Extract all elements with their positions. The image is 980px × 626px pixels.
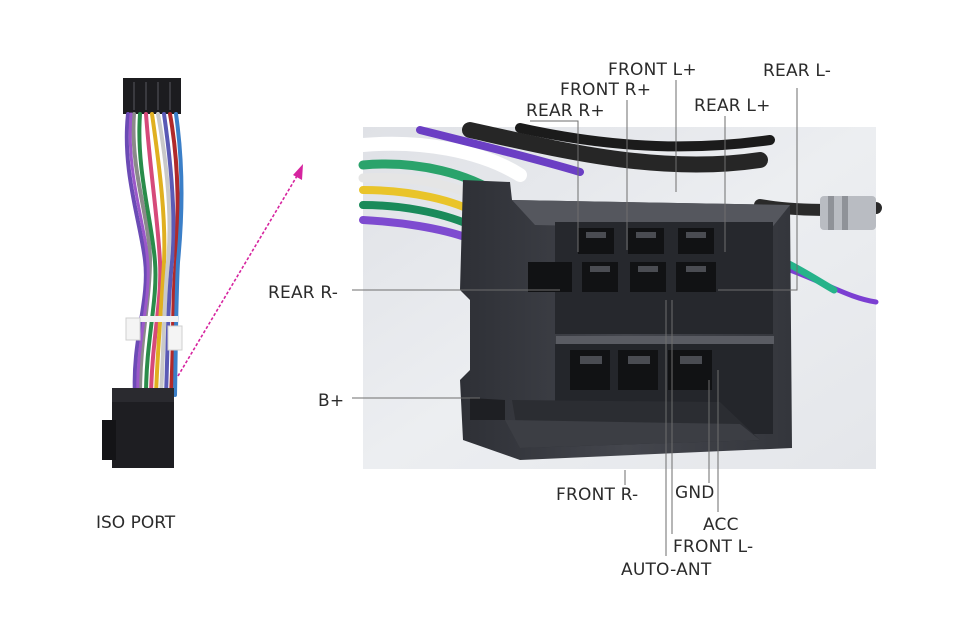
pin-labels: FRONT L+ FRONT R+ REAR R+ REAR L+ REAR L… [268, 60, 831, 580]
label-gnd: GND [675, 483, 715, 503]
label-front-r-minus: FRONT R- [556, 485, 638, 505]
label-acc: ACC [703, 515, 739, 535]
label-front-l-plus: FRONT L+ [608, 60, 697, 80]
harness-zip-tie [140, 316, 178, 322]
lower-pin-slots [570, 350, 712, 390]
label-front-l-minus: FRONT L- [673, 537, 753, 557]
harness-wires [124, 112, 184, 397]
label-rear-l-plus: REAR L+ [694, 96, 771, 116]
connector-photo [356, 122, 882, 469]
label-b-plus: B+ [318, 391, 344, 411]
leader-lines [352, 80, 798, 556]
leader-rear-r-plus [530, 120, 579, 252]
label-rear-r-plus: REAR R+ [526, 101, 605, 121]
label-front-r-plus: FRONT R+ [560, 80, 651, 100]
iso-harness-illustration [102, 78, 184, 468]
label-rear-l-minus: REAR L- [763, 61, 831, 81]
label-auto-ant: AUTO-ANT [621, 560, 712, 580]
label-rear-r-minus: REAR R- [268, 283, 338, 303]
harness-top-connector [123, 78, 181, 114]
pointer-arrow [177, 164, 303, 377]
leader-rear-l-minus [718, 88, 798, 291]
iso-port-caption: ISO PORT [96, 513, 176, 533]
harness-label-tag [125, 317, 141, 341]
